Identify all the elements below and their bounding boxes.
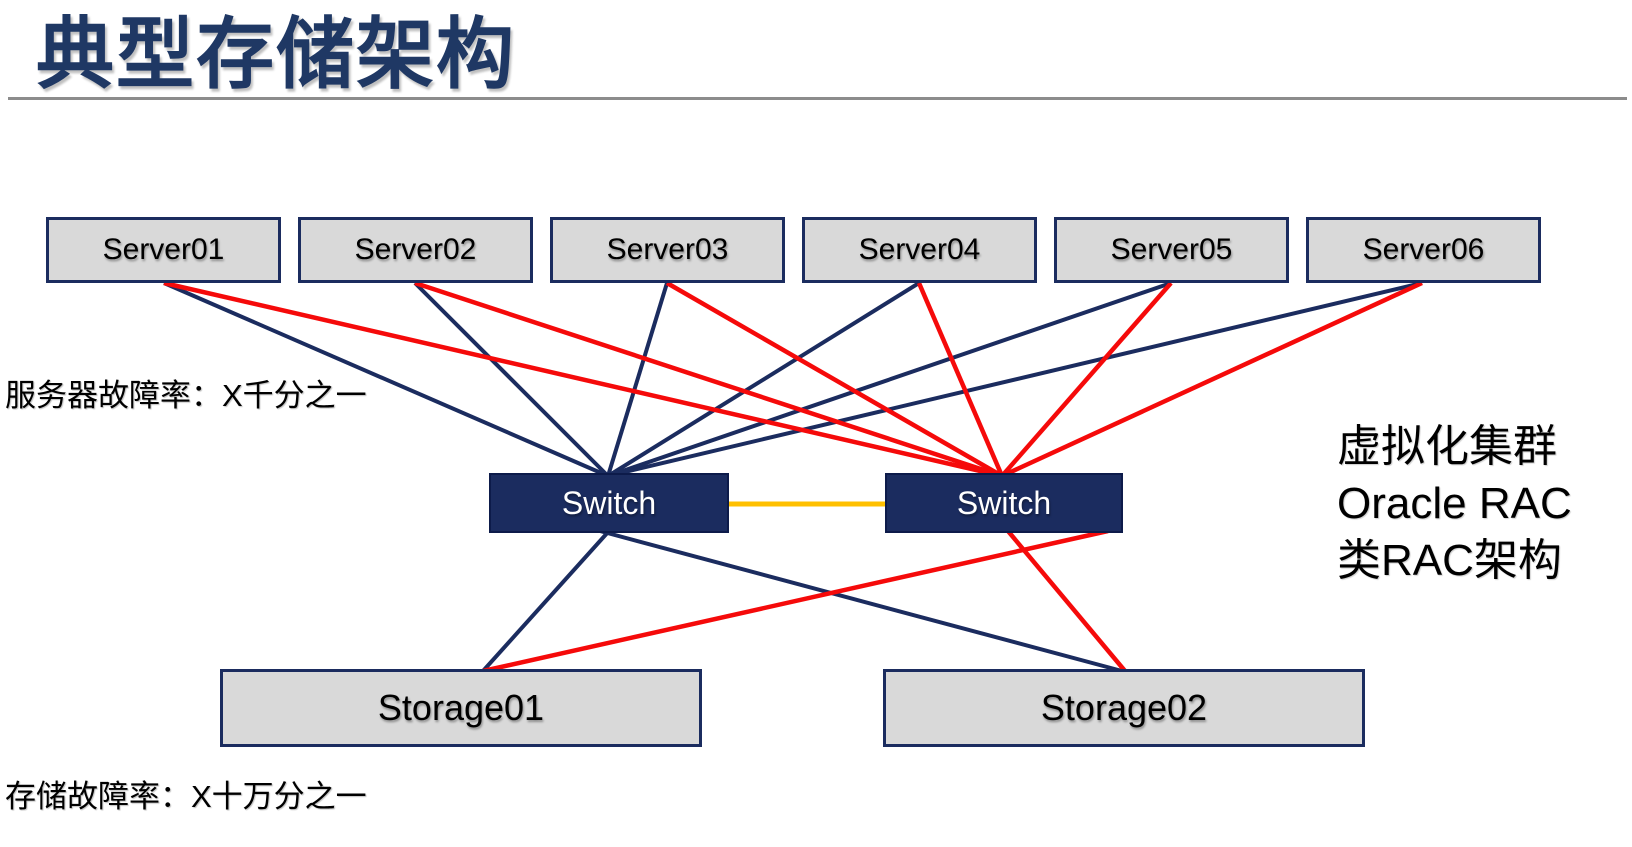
connection-server04-switch-a [606,281,921,478]
connection-server02-switch-a [413,281,610,478]
cluster-note: 虚拟化集群 Oracle RAC 类RAC架构 [1337,418,1572,589]
server-failure-rate-label: 服务器故障率：X千分之一 [5,378,367,413]
connection-server05-switch-b [1000,281,1173,478]
node-server05: Server05 [1054,217,1289,283]
connection-switch-a-storage01 [481,529,611,673]
cluster-note-line-3: 类RAC架构 [1337,536,1562,585]
node-storage02: Storage02 [883,669,1365,747]
slide-title: 典型存储架构 [36,10,517,98]
connection-server02-switch-b [414,280,1003,479]
connection-server04-switch-b [916,282,1005,477]
storage-failure-rate-label: 存储故障率：X十万分之一 [5,779,367,814]
cluster-note-line-1: 虚拟化集群 [1337,422,1557,471]
cluster-note-line-2: Oracle RAC [1337,479,1572,528]
node-server01: Server01 [46,217,281,283]
node-switch-right: Switch [885,473,1123,533]
connection-server06-switch-a [607,281,1423,478]
connection-server03-switch-a [606,282,669,477]
connection-server06-switch-b [1001,280,1423,479]
connection-server01-switch-b [163,280,1003,479]
connection-switch-b-storage01 [482,528,1109,674]
node-server02: Server02 [298,217,533,283]
node-server04: Server04 [802,217,1037,283]
node-server03: Server03 [550,217,785,283]
connection-switch-b-storage02 [1006,529,1127,673]
connection-switch-a-storage02 [599,529,1123,673]
title-divider [8,97,1627,100]
connection-server03-switch-b [665,281,1004,478]
node-server06: Server06 [1306,217,1541,283]
connection-server01-switch-a [163,281,609,478]
connection-server05-switch-a [607,281,1172,478]
node-storage01: Storage01 [220,669,702,747]
node-switch-left: Switch [489,473,729,533]
